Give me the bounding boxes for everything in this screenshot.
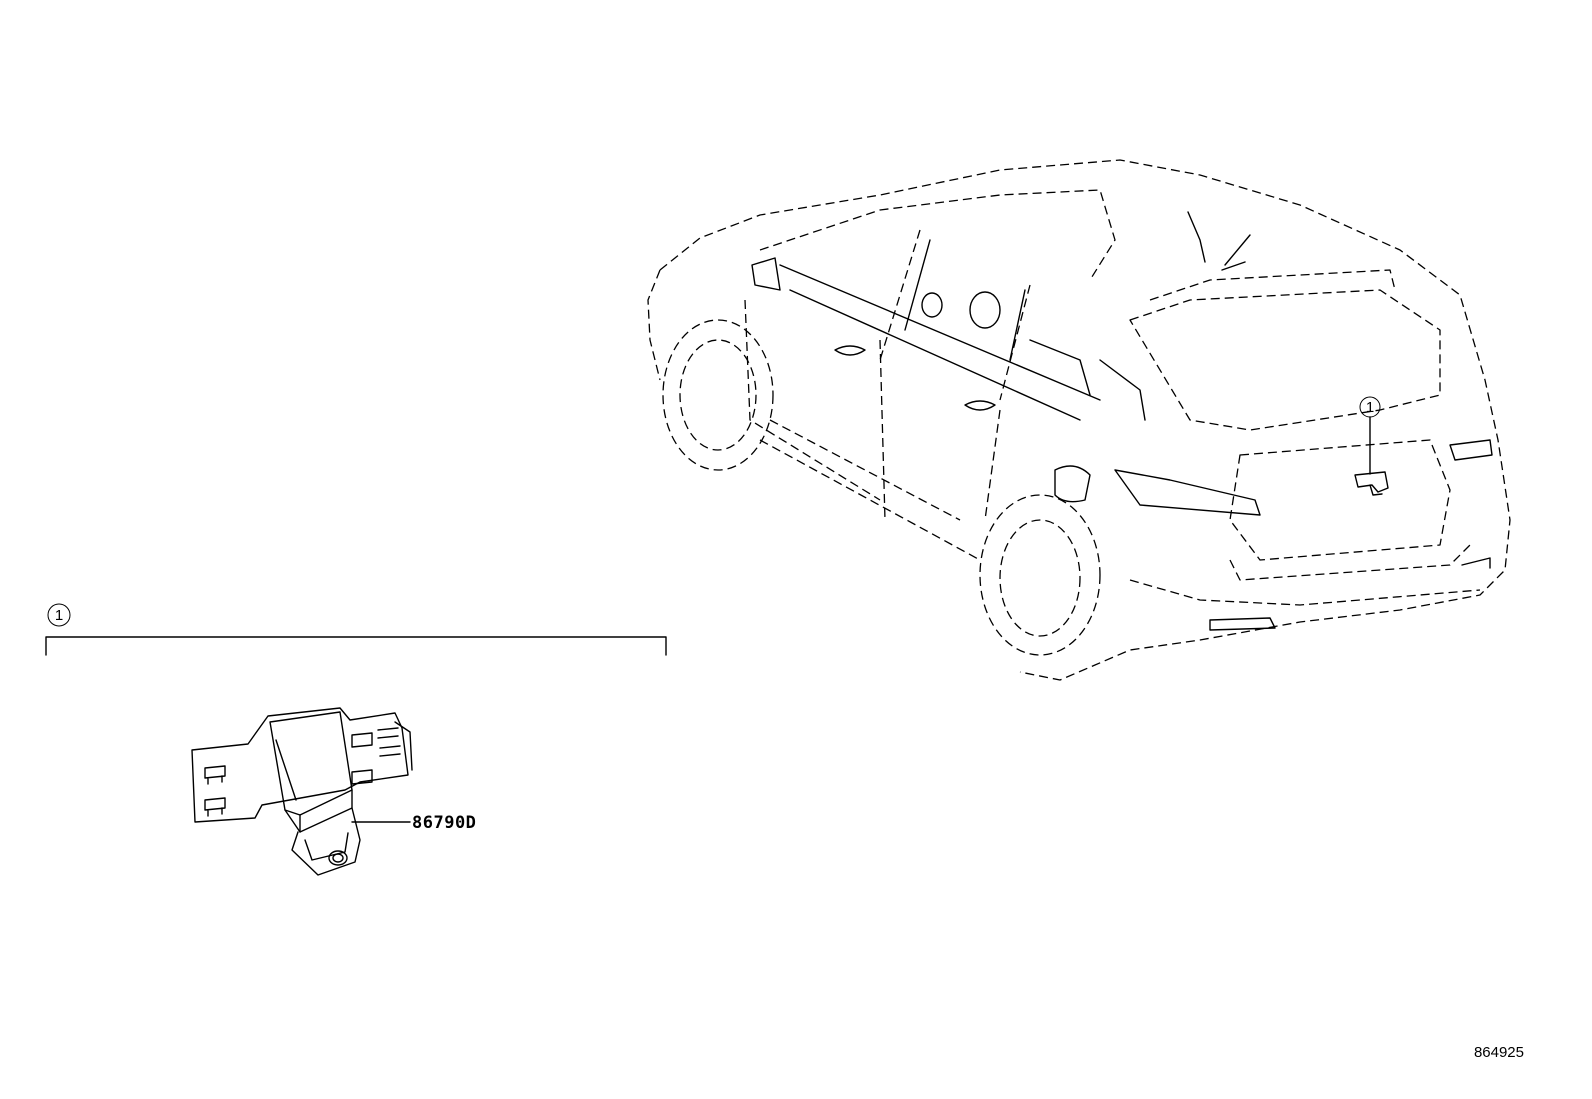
group-bracket	[45, 636, 667, 656]
part-number-label: 86790D	[412, 813, 476, 833]
rear-view-camera-icon	[191, 707, 413, 876]
vehicle-outline-icon	[647, 159, 1511, 681]
vehicle-callout-number: 1	[1366, 399, 1374, 416]
index-callout: 1	[47, 603, 71, 627]
figure-reference-number: 864925	[1474, 1044, 1524, 1061]
index-callout-number: 1	[55, 607, 63, 624]
vehicle-callout: 1	[1359, 396, 1381, 475]
